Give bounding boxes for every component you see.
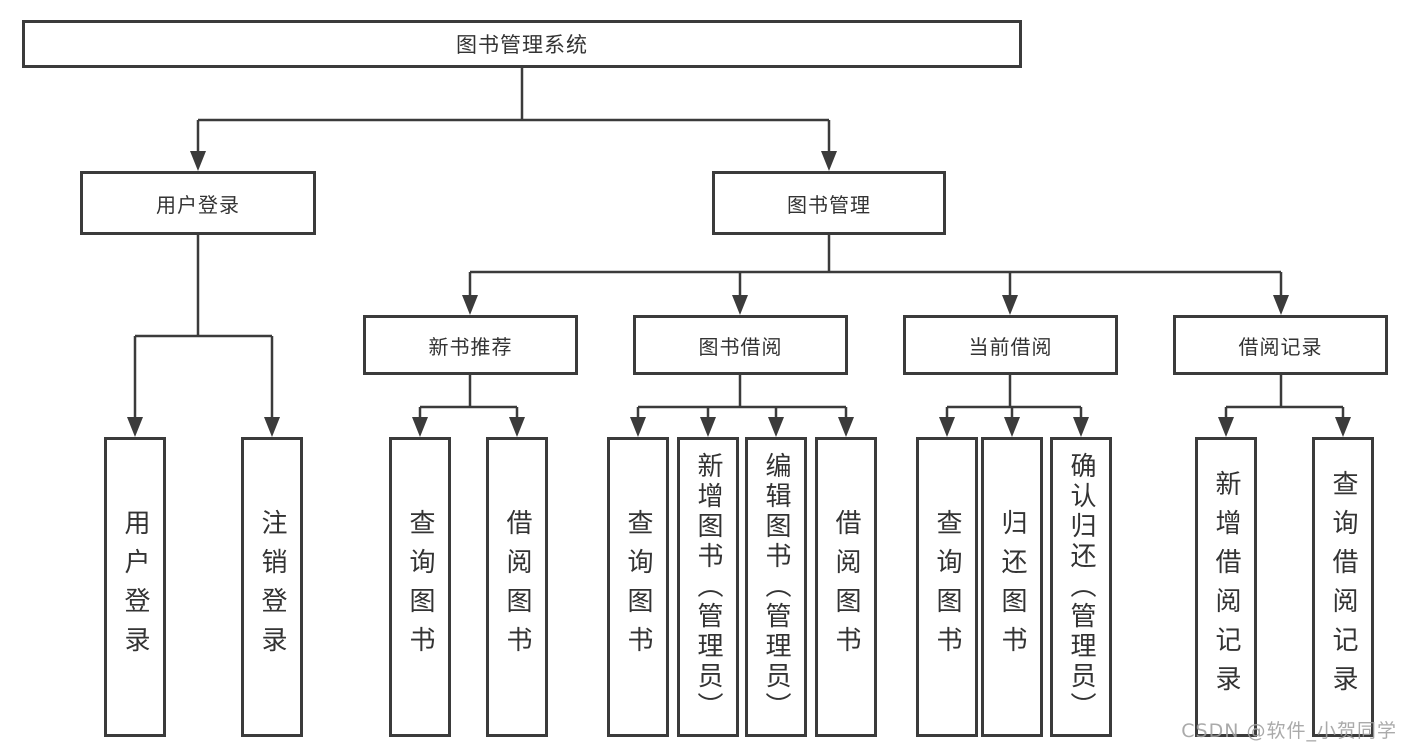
node-book-management: 图书管理 xyxy=(712,171,946,235)
leaf-borrowing-borrow-books-label: 借阅图书 xyxy=(831,509,861,665)
node-root-label: 图书管理系统 xyxy=(456,33,588,57)
watermark: CSDN @软件_小贺同学 xyxy=(1181,720,1397,742)
leaf-logout: 注销登录 xyxy=(241,437,303,737)
leaf-recommend-borrow-books-label: 借阅图书 xyxy=(502,509,532,665)
node-current-borrowing: 当前借阅 xyxy=(903,315,1118,375)
leaf-confirm-return-admin: 确认归还（管理员） xyxy=(1050,437,1112,737)
leaf-add-borrow-record-label: 新增借阅记录 xyxy=(1211,470,1241,704)
node-book-borrowing: 图书借阅 xyxy=(633,315,848,375)
node-user-login: 用户登录 xyxy=(80,171,316,235)
leaf-current-query-books-label: 查询图书 xyxy=(932,509,962,665)
leaf-current-query-books: 查询图书 xyxy=(916,437,978,737)
leaf-recommend-query-books: 查询图书 xyxy=(389,437,451,737)
leaf-add-books-admin: 新增图书（管理员） xyxy=(677,437,739,737)
node-book-borrowing-label: 图书借阅 xyxy=(698,334,783,359)
leaf-recommend-borrow-books: 借阅图书 xyxy=(486,437,548,737)
leaf-return-books: 归还图书 xyxy=(981,437,1043,737)
leaf-logout-label: 注销登录 xyxy=(257,509,287,665)
leaf-confirm-return-admin-label: 确认归还（管理员） xyxy=(1066,452,1096,722)
node-current-borrowing-label: 当前借阅 xyxy=(968,334,1053,359)
node-user-login-label: 用户登录 xyxy=(156,192,240,217)
leaf-query-borrow-record: 查询借阅记录 xyxy=(1312,437,1374,737)
leaf-borrowing-query-books-label: 查询图书 xyxy=(623,509,653,665)
leaf-user-login: 用户登录 xyxy=(104,437,166,737)
leaf-add-books-admin-label: 新增图书（管理员） xyxy=(693,452,723,722)
leaf-edit-books-admin-label: 编辑图书（管理员） xyxy=(761,452,791,722)
node-book-management-label: 图书管理 xyxy=(787,192,871,217)
leaf-return-books-label: 归还图书 xyxy=(997,509,1027,665)
node-borrowing-records-label: 借阅记录 xyxy=(1238,334,1323,359)
leaf-borrowing-borrow-books: 借阅图书 xyxy=(815,437,877,737)
node-borrowing-records: 借阅记录 xyxy=(1173,315,1388,375)
leaf-query-borrow-record-label: 查询借阅记录 xyxy=(1328,470,1358,704)
node-root: 图书管理系统 xyxy=(22,20,1022,68)
node-new-book-recommend: 新书推荐 xyxy=(363,315,578,375)
leaf-recommend-query-books-label: 查询图书 xyxy=(405,509,435,665)
leaf-edit-books-admin: 编辑图书（管理员） xyxy=(745,437,807,737)
leaf-borrowing-query-books: 查询图书 xyxy=(607,437,669,737)
leaf-add-borrow-record: 新增借阅记录 xyxy=(1195,437,1257,737)
node-new-book-recommend-label: 新书推荐 xyxy=(428,334,513,359)
leaf-user-login-label: 用户登录 xyxy=(120,509,150,665)
